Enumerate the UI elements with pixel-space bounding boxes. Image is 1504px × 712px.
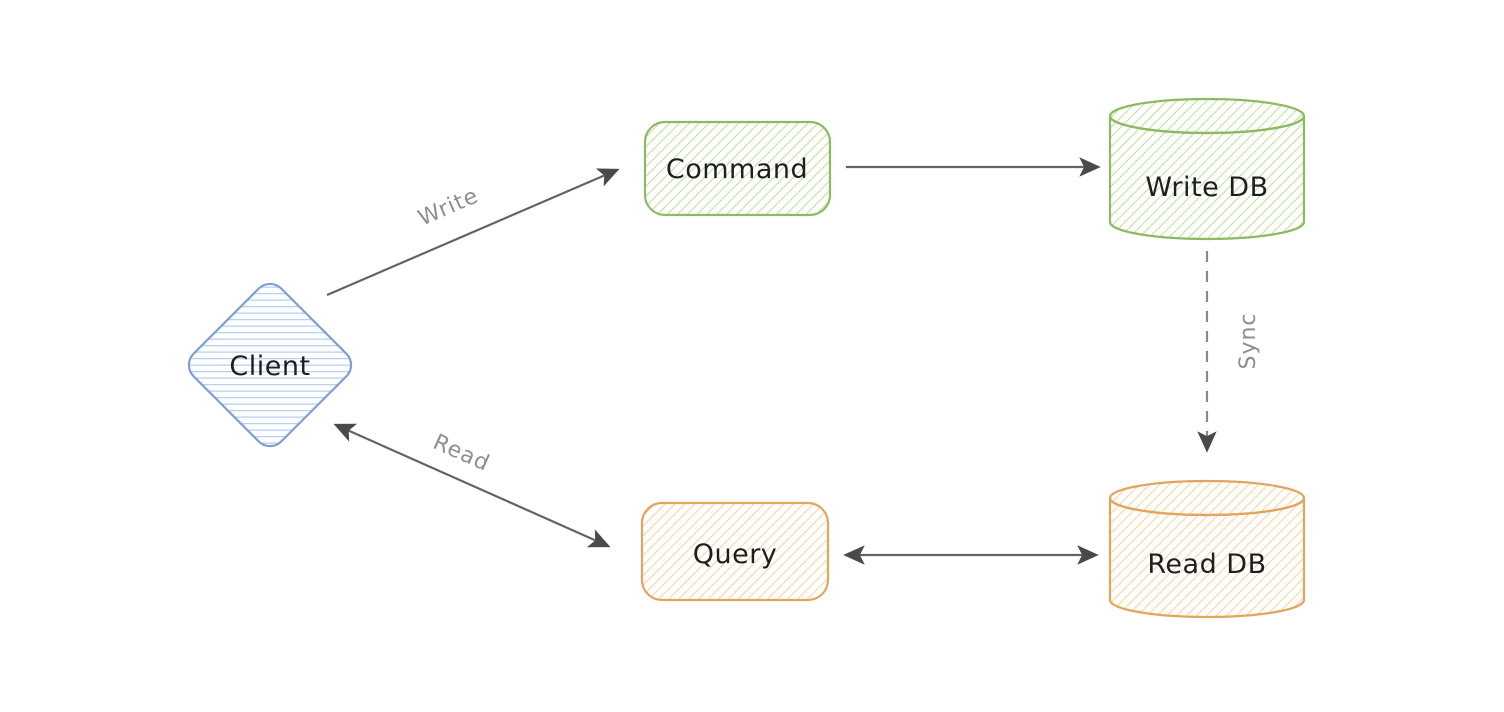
write-db-node[interactable]: Write DB (1108, 97, 1306, 241)
write-db-node-label: Write DB (1145, 172, 1268, 203)
read-db-node-label: Read DB (1147, 549, 1266, 580)
read-arrow[interactable]: Read (333, 423, 611, 548)
client-node[interactable]: Client (182, 277, 357, 452)
sync-arrow-label: Sync (1236, 312, 1261, 369)
query-node[interactable]: Query (640, 501, 830, 602)
command-node-label: Command (666, 154, 808, 185)
write-arrow-label: Write (415, 183, 483, 231)
query-node-label: Query (693, 539, 778, 570)
write-arrow[interactable]: Write (326, 168, 620, 297)
sync-arrow[interactable]: Sync (1197, 251, 1261, 453)
command-node[interactable]: Command (643, 120, 832, 217)
client-node-label: Client (229, 351, 310, 382)
read-db-node[interactable]: Read DB (1108, 479, 1306, 619)
